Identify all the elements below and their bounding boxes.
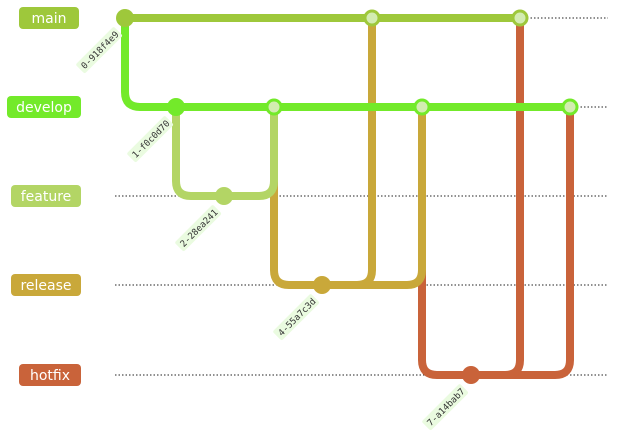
hotfix-to-main-path <box>501 14 524 379</box>
branch-label-text: hotfix <box>30 368 70 384</box>
commit-id: 0-918f4e9 <box>80 30 122 72</box>
commit-label: 4-55a7c3d <box>273 294 319 341</box>
merge-point[interactable] <box>363 9 381 27</box>
commit-label: 2-28ea241 <box>175 205 221 252</box>
commit-label: 7-a14bab7 <box>422 384 468 431</box>
merge-point[interactable] <box>413 98 431 116</box>
branch-label-text: feature <box>21 189 72 205</box>
commit-node[interactable] <box>167 98 185 116</box>
commit-id: 1-f0c0d70 <box>131 119 173 161</box>
branch-label-text: release <box>20 278 71 294</box>
hotfix-path <box>418 103 574 379</box>
merge-point[interactable] <box>561 98 579 116</box>
merge-point[interactable] <box>265 98 283 116</box>
develop-path <box>121 14 574 111</box>
commit-node[interactable] <box>116 9 134 27</box>
branch-label-text: main <box>32 11 67 27</box>
commit-id: 2-28ea241 <box>179 208 221 250</box>
branch-label-release[interactable]: release <box>11 274 81 296</box>
branch-label-hotfix[interactable]: hotfix <box>19 364 81 386</box>
commit-id: 4-55a7c3d <box>277 297 319 339</box>
commit-id: 7-a14bab7 <box>426 387 468 429</box>
release-to-main-path <box>353 14 376 289</box>
branch-label-text: develop <box>16 100 72 116</box>
branch-label-main[interactable]: main <box>19 7 79 29</box>
branch-label-develop[interactable]: develop <box>7 96 81 118</box>
commit-label: 0-918f4e9 <box>76 27 122 74</box>
branch-label-feature[interactable]: feature <box>11 185 81 207</box>
release-path <box>270 103 426 289</box>
commit-node[interactable] <box>462 366 480 384</box>
commit-label: 1-f0c0d70 <box>127 116 173 163</box>
commit-node[interactable] <box>215 187 233 205</box>
commit-node[interactable] <box>313 276 331 294</box>
merge-point[interactable] <box>511 9 529 27</box>
feature-path <box>172 103 278 200</box>
